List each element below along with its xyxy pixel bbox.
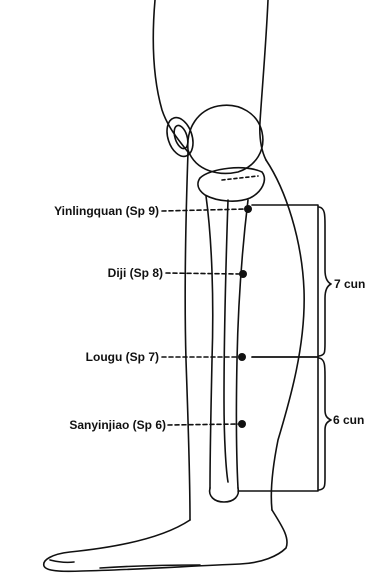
measure-label-6-cun: 6 cun [333, 413, 364, 427]
label-sp7: Lougu (Sp 7) [86, 350, 159, 364]
label-sp9: Yinlingquan (Sp 9) [54, 204, 159, 218]
brace-lower [319, 358, 331, 490]
patella [162, 114, 197, 159]
tibia-shaft-front [206, 196, 213, 488]
leader-sp8 [166, 273, 240, 274]
patella-inner [172, 124, 191, 151]
calf-outline [266, 160, 304, 510]
point-marker-sp9 [244, 205, 252, 213]
foot-outline [44, 510, 287, 571]
measure-label-7-cun: 7 cun [334, 277, 365, 291]
measure-box-lower [238, 357, 318, 491]
point-marker-sp6 [238, 420, 246, 428]
shin-outline [185, 152, 190, 520]
point-marker-sp8 [239, 270, 247, 278]
medial-malleolus [210, 488, 239, 502]
label-sp6: Sanyinjiao (Sp 6) [69, 418, 166, 432]
tibia-head-dash [222, 176, 258, 180]
point-marker-sp7 [238, 353, 246, 361]
thigh-back-outline [260, 0, 268, 160]
measure-box-upper [252, 205, 318, 357]
label-sp8: Diji (Sp 8) [108, 266, 163, 280]
leader-sp9 [162, 209, 247, 211]
brace-upper [319, 207, 331, 356]
tibia-shaft-back [236, 200, 248, 488]
fibula-line [224, 200, 228, 482]
femur-condyle [188, 105, 263, 173]
toe-line [50, 560, 74, 562]
leader-sp6 [168, 424, 240, 425]
